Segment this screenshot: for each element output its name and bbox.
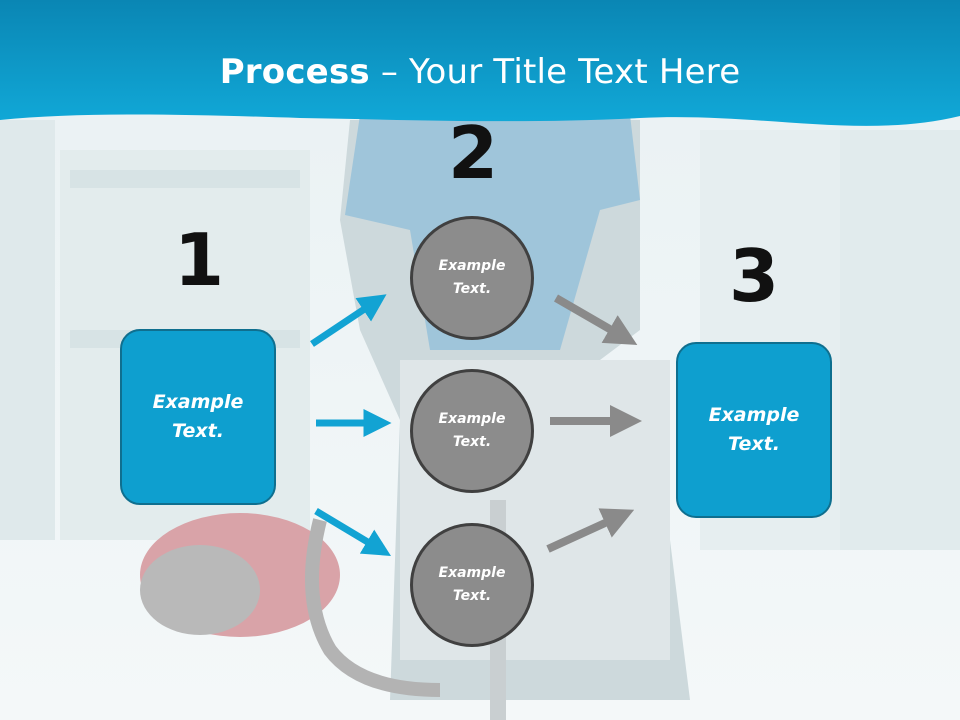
- circle-3-line1: Example: [438, 565, 506, 581]
- slide-title: Process – Your Title Text Here: [0, 52, 960, 92]
- process-circle-2: Example Text.: [410, 369, 534, 493]
- circle-1-line2: Text.: [452, 281, 492, 297]
- step-number-1: 1: [173, 218, 225, 302]
- arrow-gray-down: [553, 294, 638, 346]
- step-number-2: 2: [447, 111, 499, 195]
- step-number-3: 3: [728, 234, 780, 318]
- process-box-right: Example Text.: [676, 342, 832, 518]
- title-rest: – Your Title Text Here: [369, 52, 741, 92]
- box-right-line2: Text.: [728, 433, 780, 455]
- process-box-left: Example Text.: [120, 329, 276, 505]
- box-right-line1: Example: [708, 404, 800, 426]
- circle-2-line1: Example: [438, 411, 506, 427]
- circle-2-line2: Text.: [452, 434, 492, 450]
- circle-1-line1: Example: [438, 258, 506, 274]
- title-bold: Process: [219, 52, 370, 92]
- box-left-line2: Text.: [172, 420, 224, 442]
- box-left-line1: Example: [152, 391, 244, 413]
- process-circle-3: Example Text.: [410, 523, 534, 647]
- arrow-blue-down: [314, 507, 392, 557]
- circle-3-line2: Text.: [452, 588, 492, 604]
- process-circle-1: Example Text.: [410, 216, 534, 340]
- arrow-blue-up: [310, 294, 387, 347]
- arrow-gray-up: [546, 508, 635, 553]
